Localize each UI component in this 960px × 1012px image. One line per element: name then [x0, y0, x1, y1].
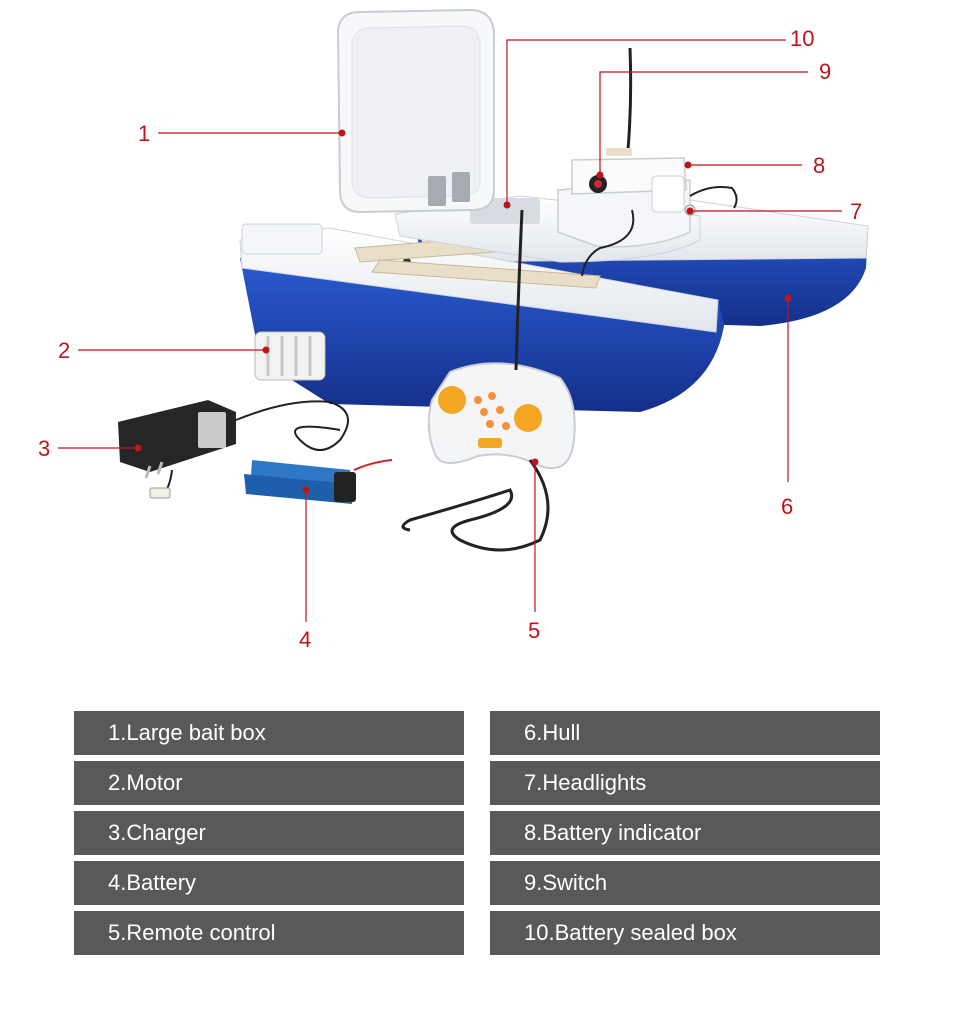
legend-item-battery-sealed-box: 10.Battery sealed box — [490, 911, 880, 955]
remote-control — [401, 209, 576, 552]
legend-item-switch: 9.Switch — [490, 861, 880, 905]
callout-number: 8 — [813, 153, 825, 178]
legend-item-headlights: 7.Headlights — [490, 761, 880, 805]
legend-item-charger: 3.Charger — [74, 811, 464, 855]
callout-10: 10 — [503, 26, 814, 209]
callout-6: 6 — [781, 294, 793, 519]
callout-number: 9 — [819, 59, 831, 84]
legend-item-hull: 6.Hull — [490, 711, 880, 755]
motor — [254, 331, 326, 381]
switch — [589, 175, 607, 193]
callout-number: 2 — [58, 338, 70, 363]
boat-illustration — [239, 8, 869, 412]
callout-9: 9 — [596, 59, 831, 179]
callout-2: 2 — [58, 338, 270, 363]
legend-item-large-bait-box: 1.Large bait box — [74, 711, 464, 755]
callout-5: 5 — [528, 458, 540, 643]
callout-number: 1 — [138, 121, 150, 146]
callout-3: 3 — [38, 436, 142, 461]
battery — [244, 459, 393, 504]
callout-number: 4 — [299, 627, 311, 652]
legend-item-battery-indicator: 8.Battery indicator — [490, 811, 880, 855]
bait-boat-diagram: 1 2 3 4 5 6 7 8 9 10 — [38, 8, 869, 652]
battery-sealed-box — [557, 157, 691, 248]
callout-1: 1 — [138, 121, 346, 146]
callout-number: 7 — [850, 199, 862, 224]
legend-item-motor: 2.Motor — [74, 761, 464, 805]
legend-item-remote-control: 5.Remote control — [74, 911, 464, 955]
callout-4: 4 — [299, 486, 311, 652]
callout-number: 6 — [781, 494, 793, 519]
callout-number: 3 — [38, 436, 50, 461]
callout-8: 8 — [684, 153, 825, 178]
large-bait-box — [336, 8, 495, 214]
legend-item-battery: 4.Battery — [74, 861, 464, 905]
callout-number: 5 — [528, 618, 540, 643]
charger — [118, 400, 349, 499]
callout-number: 10 — [790, 26, 814, 51]
callout-7: 7 — [686, 199, 862, 224]
